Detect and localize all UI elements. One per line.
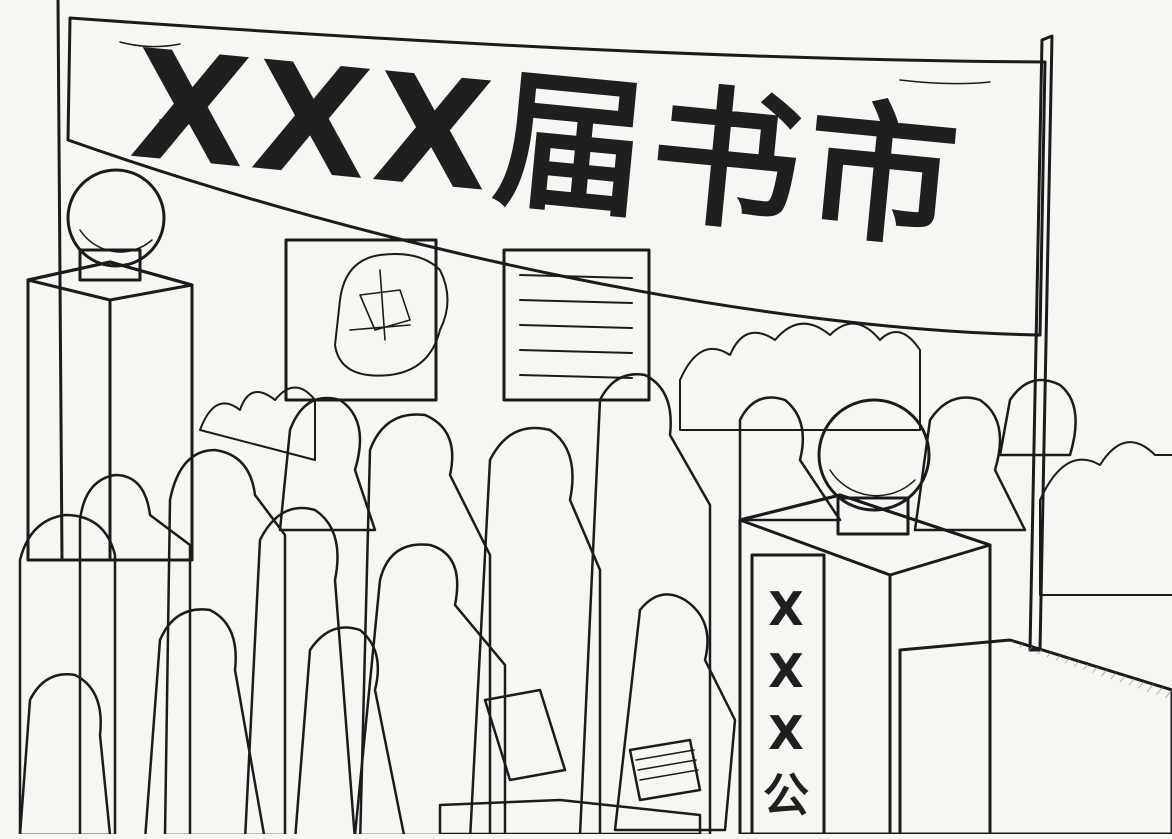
right-wall	[898, 638, 1172, 836]
pillar-char: X	[768, 706, 804, 760]
left-gate-pillar	[26, 168, 194, 562]
background-shrubs	[199, 322, 1172, 596]
crowd	[18, 373, 1077, 839]
pillar-char: X	[768, 582, 804, 636]
map-board-icon	[284, 238, 449, 402]
left-pole	[56, 0, 64, 562]
globe-lamp-icon	[817, 398, 931, 512]
pillar-plaque-text: X X X 公	[758, 578, 814, 826]
globe-lamp-icon	[66, 168, 166, 268]
pillar-char: X	[768, 644, 804, 698]
notice-board-icon	[502, 248, 651, 402]
book-fair-banner	[66, 16, 1047, 337]
pillar-char: 公	[763, 768, 809, 822]
